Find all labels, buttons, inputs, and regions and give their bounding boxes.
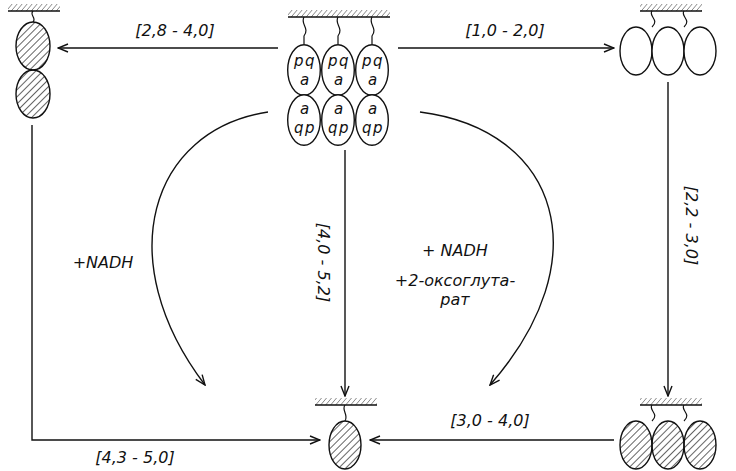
subunit-letter: a: [334, 100, 343, 118]
subunit-letter: p: [294, 52, 304, 70]
subunit-letter: q: [294, 119, 304, 137]
subunit-ellipse: aqp: [321, 94, 355, 146]
annotation-label: +NADH: [71, 253, 136, 272]
subunit-ellipse: aqp: [355, 94, 389, 146]
subunit-ellipse: aqp: [287, 94, 321, 146]
annotation-label: [3,0 - 4,0]: [448, 411, 531, 430]
subunit-ellipse: pqa: [287, 44, 321, 96]
annotation-label: +2-оксоглута- рат: [381, 271, 530, 309]
subunit-letter: a: [300, 71, 309, 89]
tether: [32, 11, 687, 421]
subunit-letter: q: [305, 52, 315, 70]
subunit-letter: a: [368, 100, 377, 118]
reaction-arrow: [32, 48, 668, 440]
empty-subunit: [620, 27, 716, 75]
subunit-letter: a: [334, 71, 343, 89]
subunit-letter: p: [373, 119, 383, 137]
annotation-label: [2,8 - 4,0]: [133, 21, 216, 40]
rate-range-vertical: [2,2 - 3,0]: [682, 183, 701, 266]
rate-range-vertical: [4,0 - 5,2]: [314, 220, 333, 303]
ceiling-support: [8, 4, 702, 405]
subunit-ellipse: pqa: [321, 44, 355, 96]
annotation-label: [4,3 - 5,0]: [93, 448, 176, 467]
subunit-letter: q: [373, 52, 383, 70]
hatched-subunit: [16, 22, 50, 118]
subunit-letter: q: [362, 119, 372, 137]
subunit-letter: a: [368, 71, 377, 89]
annotation-label: [1,0 - 2,0]: [463, 21, 546, 40]
subunit-letter: p: [328, 52, 338, 70]
subunit-letter: p: [362, 52, 372, 70]
subunit-ellipse: pqa: [355, 44, 389, 96]
subunit-letter: q: [328, 119, 338, 137]
subunit-letter: q: [339, 52, 349, 70]
subunit-letter: a: [300, 100, 309, 118]
subunit-letter: p: [305, 119, 315, 137]
annotation-label: + NADH: [420, 241, 490, 260]
subunit-letter: p: [339, 119, 349, 137]
